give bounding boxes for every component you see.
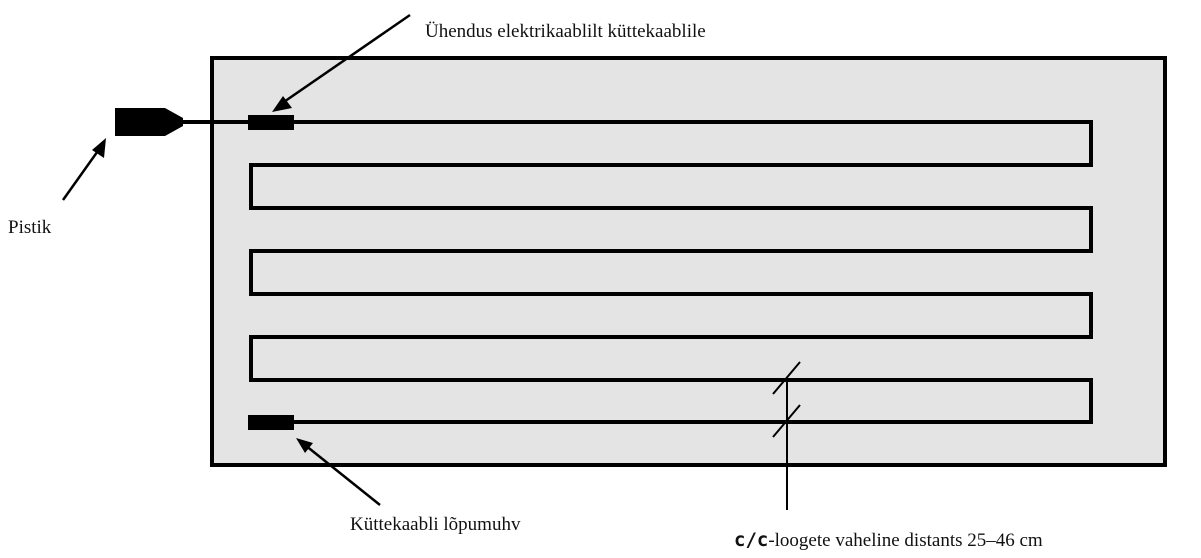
connection-label: Ühendus elektrikaablilt küttekaablile: [425, 21, 706, 42]
end-sleeve-pointer-line: [304, 444, 381, 506]
plug: [115, 108, 183, 136]
connection-pointer-line: [277, 13, 411, 108]
plug-pointer-line: [61, 147, 102, 201]
spacing-prefix: c/c: [734, 529, 768, 551]
end-sleeve-arrowhead: [296, 438, 313, 453]
connection-sleeve: [248, 115, 294, 130]
floor-panel: [210, 56, 1167, 467]
spacing-label: c/c-loogete vaheline distants 25–46 cm: [734, 529, 1043, 551]
connection-arrowhead: [272, 96, 292, 112]
plug-label: Pistik: [8, 217, 52, 238]
end-sleeve: [248, 415, 294, 430]
spacing-text: -loogete vaheline distants 25–46 cm: [768, 530, 1043, 551]
spacing-tick-upper: [772, 361, 801, 395]
end-sleeve-label: Küttekaabli lõpumuhv: [350, 514, 521, 535]
plug-arrowhead: [92, 138, 106, 158]
heating-cable: [249, 120, 1093, 424]
